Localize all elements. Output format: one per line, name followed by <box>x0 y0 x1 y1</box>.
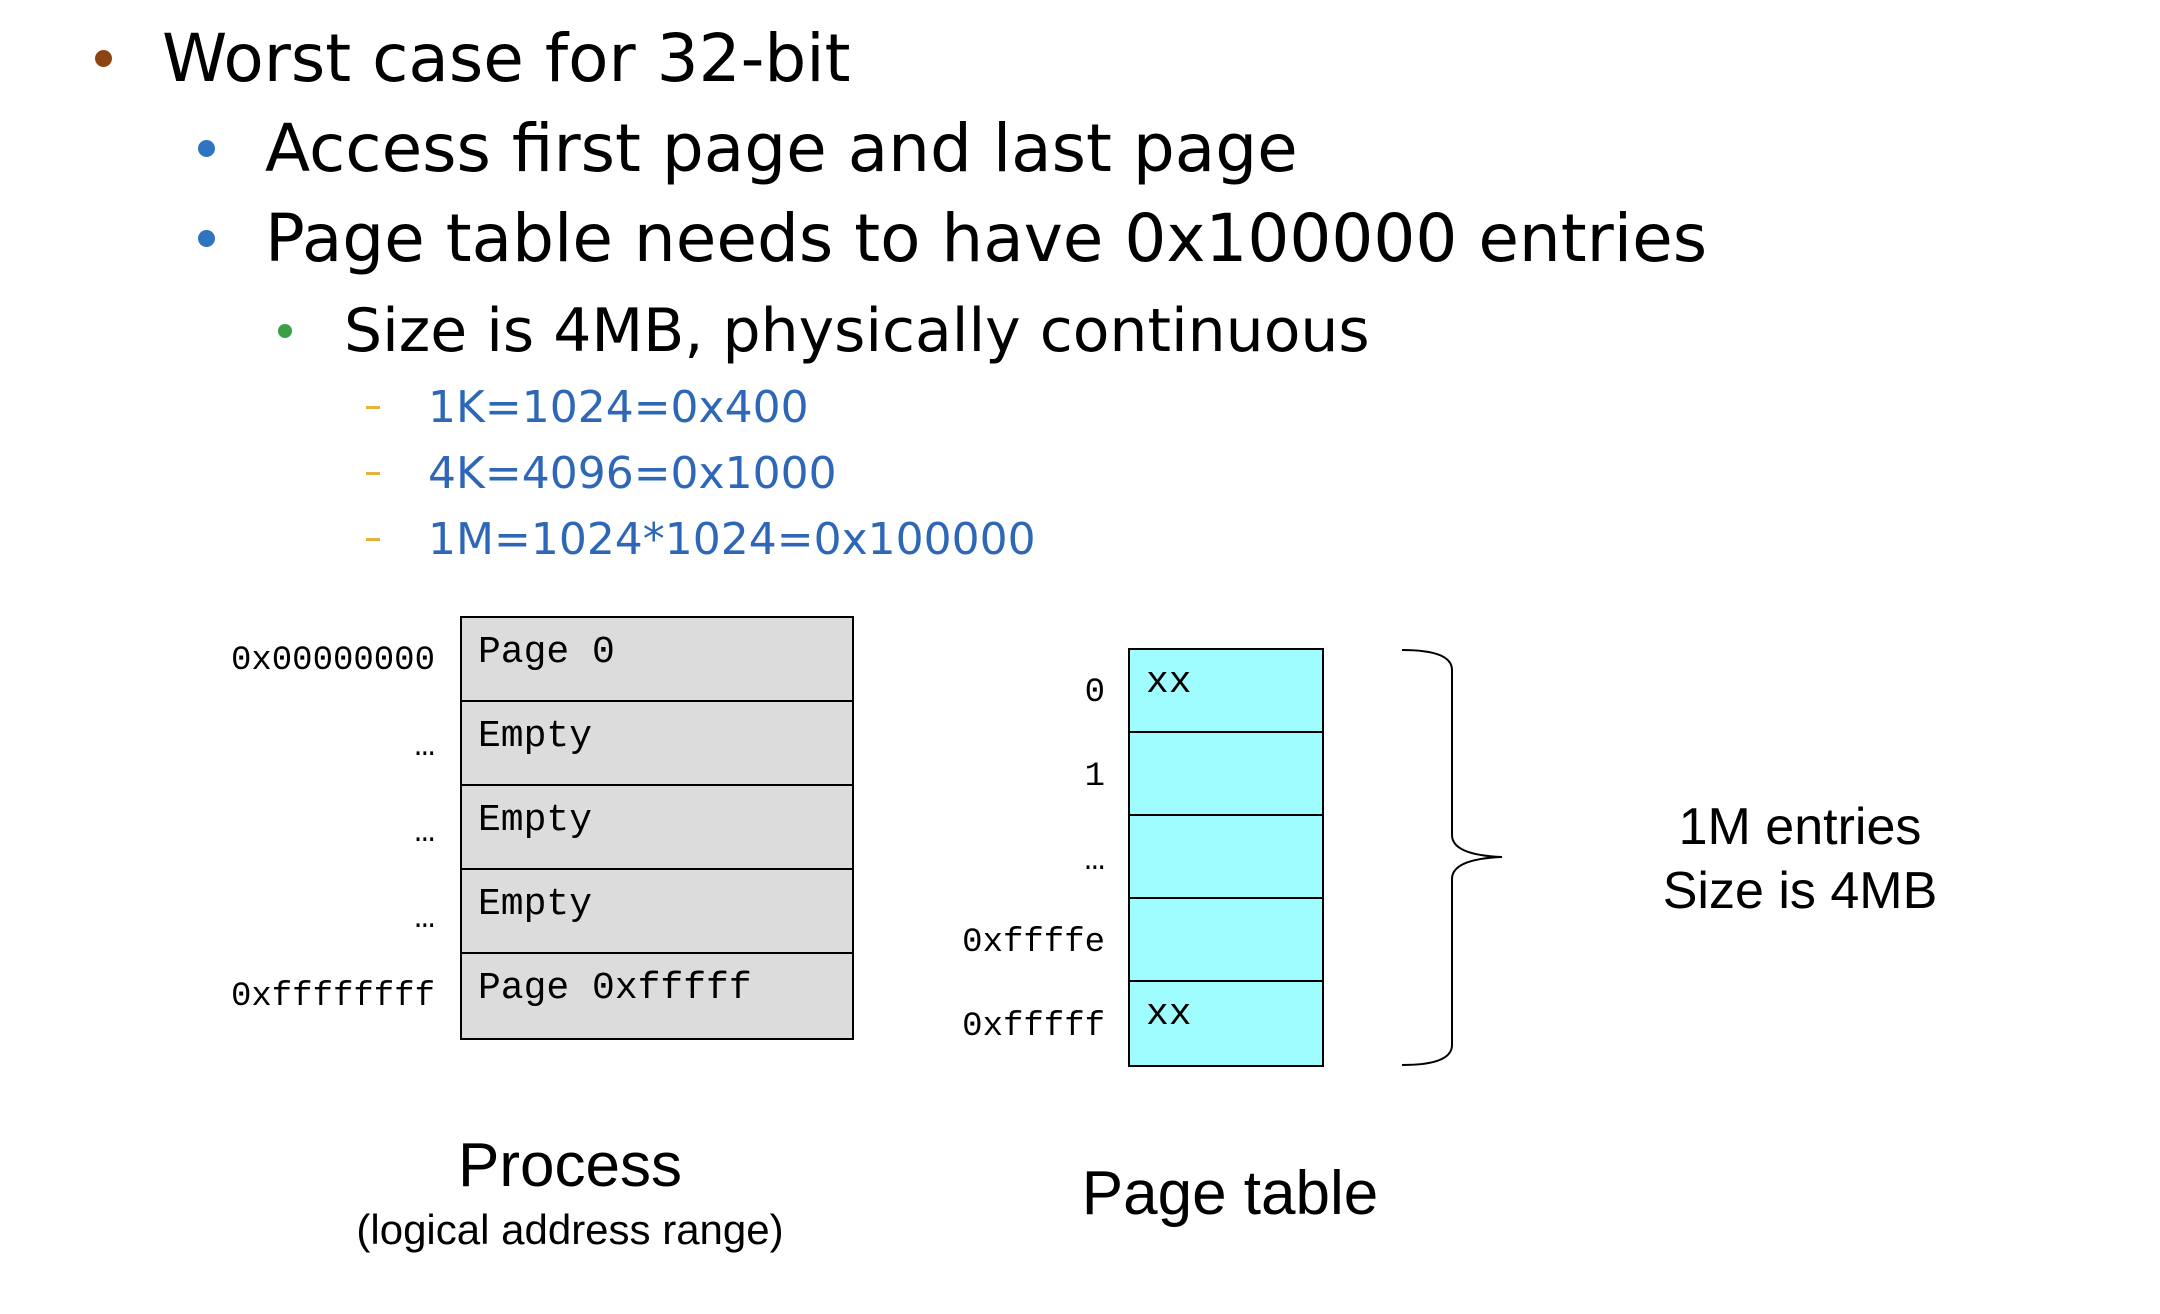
process-page-cell: Page 0 <box>462 618 852 702</box>
sub-bullet-text: 1M=1024*1024=0x100000 <box>428 514 1036 565</box>
sub-bullet-1k: 1K=1024=0x400 <box>366 382 809 433</box>
page-table-index: 0 <box>1084 674 1105 712</box>
sub-bullet-1m: 1M=1024*1024=0x100000 <box>366 514 1036 565</box>
sub-bullet-4k: 4K=4096=0x1000 <box>366 448 837 499</box>
curly-brace <box>1401 649 1503 1066</box>
sub-bullet-dash <box>366 406 380 409</box>
sub-bullet-dash <box>366 472 380 475</box>
process-page-cell: Empty <box>462 870 852 954</box>
bullet-text: Page table needs to have 0x100000 entrie… <box>265 200 1708 277</box>
page-table-entry: xx <box>1130 650 1322 733</box>
bullet-access-pages: Access first page and last page <box>198 110 1298 187</box>
page-table-entry <box>1130 899 1322 982</box>
bullet-dot <box>198 140 215 157</box>
bullet-dot <box>95 50 112 67</box>
bullet-text: Worst case for 32-bit <box>162 20 851 97</box>
process-address-label: … <box>414 900 435 938</box>
sub-bullet-dash <box>366 538 380 541</box>
process-page-cell: Empty <box>462 702 852 786</box>
annotation-line: 1M entries <box>1678 798 1922 856</box>
page-table-index: 0xfffff <box>962 1008 1105 1046</box>
process-caption-subtitle: (logical address range) <box>356 1206 784 1253</box>
process-address-label: 0xffffffff <box>230 978 435 1016</box>
sub-bullet-text: 1K=1024=0x400 <box>428 382 809 433</box>
page-table: xx xx <box>1128 648 1324 1067</box>
process-address-label: … <box>414 814 435 852</box>
process-address-space: Page 0 Empty Empty Empty Page 0xfffff <box>460 616 854 1040</box>
page-table-entry <box>1130 816 1322 899</box>
page-table-caption: Page table <box>1081 1159 1379 1228</box>
bullet-dot <box>198 230 215 247</box>
page-table-index: 1 <box>1084 758 1105 796</box>
page-table-index: … <box>1084 842 1105 880</box>
bullet-dot <box>278 324 292 338</box>
process-address-label: … <box>414 728 435 766</box>
process-caption-title: Process <box>458 1131 682 1200</box>
bullet-text: Access first page and last page <box>265 110 1298 187</box>
process-address-label: 0x00000000 <box>230 642 435 680</box>
bullet-worst-case: Worst case for 32-bit <box>95 20 851 97</box>
bullet-text: Size is 4MB, physically continuous <box>344 296 1370 366</box>
bullet-size: Size is 4MB, physically continuous <box>278 296 1370 366</box>
sub-bullet-text: 4K=4096=0x1000 <box>428 448 837 499</box>
page-table-index: 0xffffe <box>962 924 1105 962</box>
annotation-line: Size is 4MB <box>1662 862 1938 920</box>
bullet-page-table-entries: Page table needs to have 0x100000 entrie… <box>198 200 1707 277</box>
page-table-entry: xx <box>1130 982 1322 1065</box>
page-table-entry <box>1130 733 1322 816</box>
entries-annotation: 1M entries Size is 4MB <box>1590 795 2010 923</box>
process-page-cell: Page 0xfffff <box>462 954 852 1038</box>
process-page-cell: Empty <box>462 786 852 870</box>
